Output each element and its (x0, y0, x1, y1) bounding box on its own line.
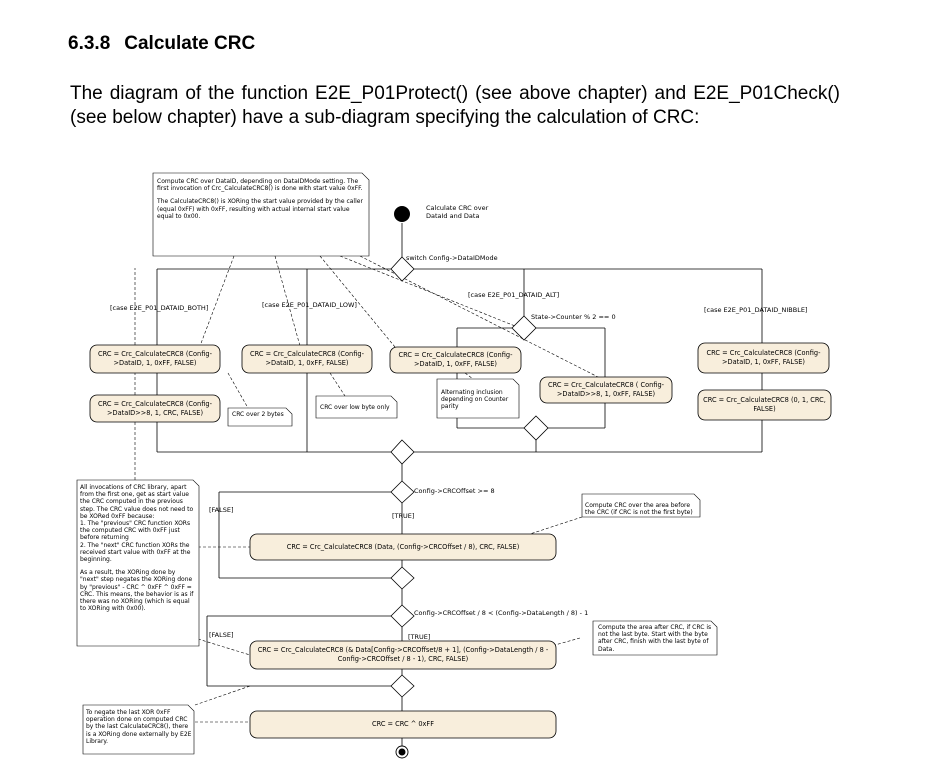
section-heading: 6.3.8 Calculate CRC (68, 33, 255, 55)
offset-merge (390, 566, 415, 590)
action-final-xor: CRC = CRC ^ 0xFF (371, 720, 435, 728)
action-data-before: CRC = Crc_CalculateCRC8 (Data, (Config->… (286, 542, 520, 551)
note-area-after: Compute the area after CRC, if CRC is no… (598, 624, 712, 653)
case-low-label: [case E2E_P01_DATAID_LOW] (262, 301, 357, 309)
start-label: Calculate CRC over DataId and Data (426, 204, 489, 220)
action-alt-2: CRC = Crc_CalculateCRC8 ( Config->DataID… (547, 381, 665, 398)
note-crc-low-byte: CRC over low byte only (320, 404, 390, 411)
offset-decision (390, 480, 415, 504)
section-title: Calculate CRC (124, 33, 256, 54)
note-dataid-compute: Compute CRC over DataID, depending on Da… (157, 178, 365, 254)
true-label-2: [TRUE] (408, 633, 431, 641)
start-node (394, 206, 410, 222)
alt-merge (523, 415, 549, 441)
action-low-1: CRC = Crc_CalculateCRC8 (Config->DataID,… (250, 350, 364, 367)
note-alternating: Alternating inclusion depending on Count… (441, 389, 509, 411)
intro-paragraph: The diagram of the function E2E_P01Prote… (70, 83, 840, 128)
note-xor-explanation: All invocations of CRC library, apart fr… (80, 484, 194, 613)
note-area-before: Compute CRC over the area before the CRC… (585, 502, 693, 517)
true-label-1: [TRUE] (392, 512, 415, 520)
counter-decision (511, 315, 537, 341)
false-label-2: [FALSE] (209, 631, 234, 639)
case-alt-label: [case E2E_P01_DATAID_ALT] (468, 291, 560, 299)
action-alt-1: CRC = Crc_CalculateCRC8 (Config->DataID,… (398, 351, 513, 368)
offset-condition-label: Config->CRCOffset >= 8 (414, 487, 495, 495)
note-crc-2-bytes: CRC over 2 bytes (232, 411, 284, 418)
section-number: 6.3.8 (68, 33, 111, 54)
case-nibble-label: [case E2E_P01_DATAID_NIBBLE] (704, 306, 808, 314)
false-label-1: [FALSE] (209, 506, 234, 514)
case-merge (390, 439, 415, 465)
action-both-2: CRC = Crc_CalculateCRC8 (Config->DataID>… (98, 399, 212, 417)
length-condition-label: Config->CRCOffset / 8 < (Config->DataLen… (414, 609, 589, 617)
note-dataid-compute-p1: Compute CRC over DataID, depending on Da… (157, 178, 363, 193)
switch-label: switch Config->DataIDMode (406, 254, 498, 262)
action-nibble-2: CRC = Crc_CalculateCRC8 (0, 1, CRC, FALS… (703, 396, 826, 413)
action-both-1: CRC = Crc_CalculateCRC8 (Config->DataID,… (98, 350, 212, 367)
note-dataid-compute-p2: The CalculateCRC8() is XORing the start … (157, 198, 363, 220)
switch-decision (390, 256, 415, 282)
case-both-label: [case E2E_P01_DATAID_BOTH] (110, 304, 209, 312)
length-decision (390, 604, 415, 628)
counter-condition-label: State->Counter % 2 == 0 (531, 313, 616, 321)
action-data-after: CRC = Crc_CalculateCRC8 (& Data[Config->… (257, 646, 549, 663)
action-nibble-1: CRC = Crc_CalculateCRC8 (Config->DataID,… (706, 349, 821, 366)
length-merge (390, 674, 415, 698)
note-final-xor: To negate the last XOR 0xFF operation do… (86, 709, 192, 745)
